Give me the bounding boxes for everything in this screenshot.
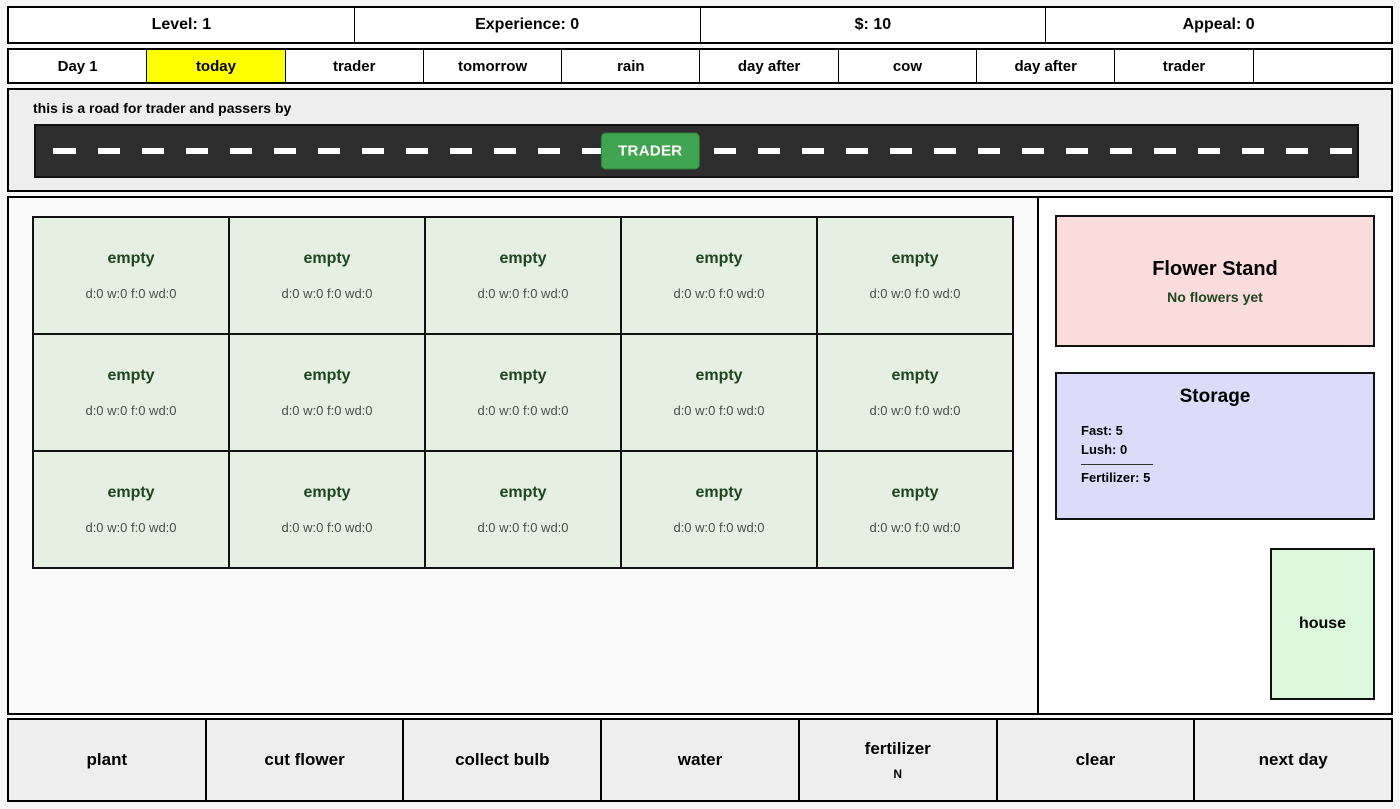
garden-plot[interactable]: empty d:0 w:0 f:0 wd:0 [230, 218, 424, 333]
plot-state: empty [695, 484, 743, 501]
fertilizer-button[interactable]: fertilizer N [799, 720, 998, 800]
action-label: clear [1075, 750, 1116, 769]
flower-stand-panel[interactable]: Flower Stand No flowers yet [1055, 215, 1375, 347]
action-label: collect bulb [455, 750, 550, 769]
action-label: plant [86, 750, 128, 769]
garden-plot[interactable]: empty d:0 w:0 f:0 wd:0 [622, 218, 816, 333]
cut-flower-button[interactable]: cut flower [206, 720, 405, 800]
forecast-tomorrow-event: rain [562, 50, 701, 82]
house-panel[interactable]: house [1270, 548, 1375, 700]
storage-item-lush: Lush: 0 [1081, 441, 1128, 457]
plot-stats: d:0 w:0 f:0 wd:0 [673, 286, 765, 301]
flower-stand-empty-text: No flowers yet [1167, 288, 1263, 305]
plant-button[interactable]: plant [9, 720, 207, 800]
storage-panel[interactable]: Storage Fast: 5 Lush: 0 Fertilizer: 5 [1055, 372, 1375, 520]
storage-title: Storage [1179, 386, 1251, 407]
garden-plot[interactable]: empty d:0 w:0 f:0 wd:0 [622, 452, 816, 567]
stats-bar: Level: 1 Experience: 0 $: 10 Appeal: 0 [7, 6, 1393, 44]
plot-stats: d:0 w:0 f:0 wd:0 [673, 403, 765, 418]
plot-state: empty [107, 367, 155, 384]
plot-stats: d:0 w:0 f:0 wd:0 [869, 520, 961, 535]
stat-experience: Experience: 0 [355, 8, 701, 42]
plot-state: empty [499, 484, 547, 501]
action-label: fertilizer [864, 739, 931, 758]
forecast-today-event: trader [285, 50, 424, 82]
road-caption: this is a road for trader and passers by [33, 100, 292, 116]
plot-stats: d:0 w:0 f:0 wd:0 [85, 403, 177, 418]
storage-item-fast: Fast: 5 [1081, 423, 1123, 438]
garden-grid: empty d:0 w:0 f:0 wd:0 empty d:0 w:0 f:0… [32, 216, 1014, 569]
plot-stats: d:0 w:0 f:0 wd:0 [281, 286, 373, 301]
plot-state: empty [303, 484, 351, 501]
garden-plot[interactable]: empty d:0 w:0 f:0 wd:0 [818, 218, 1012, 333]
collect-bulb-button[interactable]: collect bulb [404, 720, 603, 800]
forecast-tomorrow: tomorrow [423, 50, 563, 82]
plot-state: empty [107, 250, 155, 267]
main-area: empty d:0 w:0 f:0 wd:0 empty d:0 w:0 f:0… [7, 196, 1393, 715]
plot-state: empty [107, 484, 155, 501]
plot-state: empty [891, 484, 939, 501]
garden-plot[interactable]: empty d:0 w:0 f:0 wd:0 [818, 335, 1012, 450]
garden-plot[interactable]: empty d:0 w:0 f:0 wd:0 [426, 218, 620, 333]
plot-state: empty [303, 367, 351, 384]
road-strip: TRADER [34, 124, 1359, 178]
next-day-button[interactable]: next day [1195, 720, 1392, 800]
plot-state: empty [695, 367, 743, 384]
stat-appeal: Appeal: 0 [1182, 16, 1255, 33]
plot-state: empty [891, 367, 939, 384]
plot-state: empty [303, 250, 351, 267]
plot-stats: d:0 w:0 f:0 wd:0 [869, 403, 961, 418]
action-label: cut flower [264, 750, 345, 769]
plot-stats: d:0 w:0 f:0 wd:0 [281, 520, 373, 535]
water-button[interactable]: water [602, 720, 800, 800]
storage-divider [1081, 463, 1153, 465]
storage-item-fertilizer: Fertilizer: 5 [1081, 469, 1151, 485]
plot-state: empty [499, 367, 547, 384]
forecast-day-after-2: day after [977, 50, 1116, 82]
garden-plot[interactable]: empty d:0 w:0 f:0 wd:0 [34, 452, 228, 567]
action-label: water [677, 750, 723, 769]
plot-stats: d:0 w:0 f:0 wd:0 [477, 286, 569, 301]
plot-stats: d:0 w:0 f:0 wd:0 [85, 286, 177, 301]
plot-stats: d:0 w:0 f:0 wd:0 [477, 520, 569, 535]
forecast-day-label: Day 1 [9, 50, 148, 82]
plot-state: empty [891, 250, 939, 267]
plot-state: empty [695, 250, 743, 267]
sidebar: Flower Stand No flowers yet Storage Fast… [1039, 198, 1391, 713]
clear-button[interactable]: clear [997, 720, 1196, 800]
plot-stats: d:0 w:0 f:0 wd:0 [673, 520, 765, 535]
trader-marker[interactable]: TRADER [601, 132, 700, 170]
plot-state: empty [499, 250, 547, 267]
garden-plot[interactable]: empty d:0 w:0 f:0 wd:0 [426, 452, 620, 567]
action-label: next day [1258, 750, 1328, 769]
plot-stats: d:0 w:0 f:0 wd:0 [869, 286, 961, 301]
forecast-day-after-2-event: trader [1115, 50, 1254, 82]
plot-stats: d:0 w:0 f:0 wd:0 [85, 520, 177, 535]
plot-stats: d:0 w:0 f:0 wd:0 [281, 403, 373, 418]
garden-plot[interactable]: empty d:0 w:0 f:0 wd:0 [34, 335, 228, 450]
garden-plot[interactable]: empty d:0 w:0 f:0 wd:0 [622, 335, 816, 450]
action-sublabel: N [893, 767, 903, 781]
action-bar: plant cut flower collect bulb water fert… [7, 718, 1393, 802]
forecast-day-after-event: cow [838, 50, 978, 82]
forecast-day-after: day after [700, 50, 839, 82]
garden-pane: empty d:0 w:0 f:0 wd:0 empty d:0 w:0 f:0… [9, 198, 1039, 713]
plot-stats: d:0 w:0 f:0 wd:0 [477, 403, 569, 418]
road-section: this is a road for trader and passers by… [7, 88, 1393, 192]
garden-plot[interactable]: empty d:0 w:0 f:0 wd:0 [230, 335, 424, 450]
stat-money: $: 10 [701, 8, 1047, 42]
forecast-spacer [1253, 50, 1391, 82]
garden-plot[interactable]: empty d:0 w:0 f:0 wd:0 [818, 452, 1012, 567]
storage-list: Fast: 5 Lush: 0 Fertilizer: 5 [1057, 422, 1373, 488]
garden-plot[interactable]: empty d:0 w:0 f:0 wd:0 [230, 452, 424, 567]
flower-stand-title: Flower Stand [1152, 257, 1278, 280]
stat-level: Level: 1 [9, 8, 355, 42]
forecast-bar: Day 1 today trader tomorrow rain day aft… [7, 48, 1393, 84]
forecast-today: today [147, 50, 286, 82]
garden-plot[interactable]: empty d:0 w:0 f:0 wd:0 [426, 335, 620, 450]
garden-plot[interactable]: empty d:0 w:0 f:0 wd:0 [34, 218, 228, 333]
